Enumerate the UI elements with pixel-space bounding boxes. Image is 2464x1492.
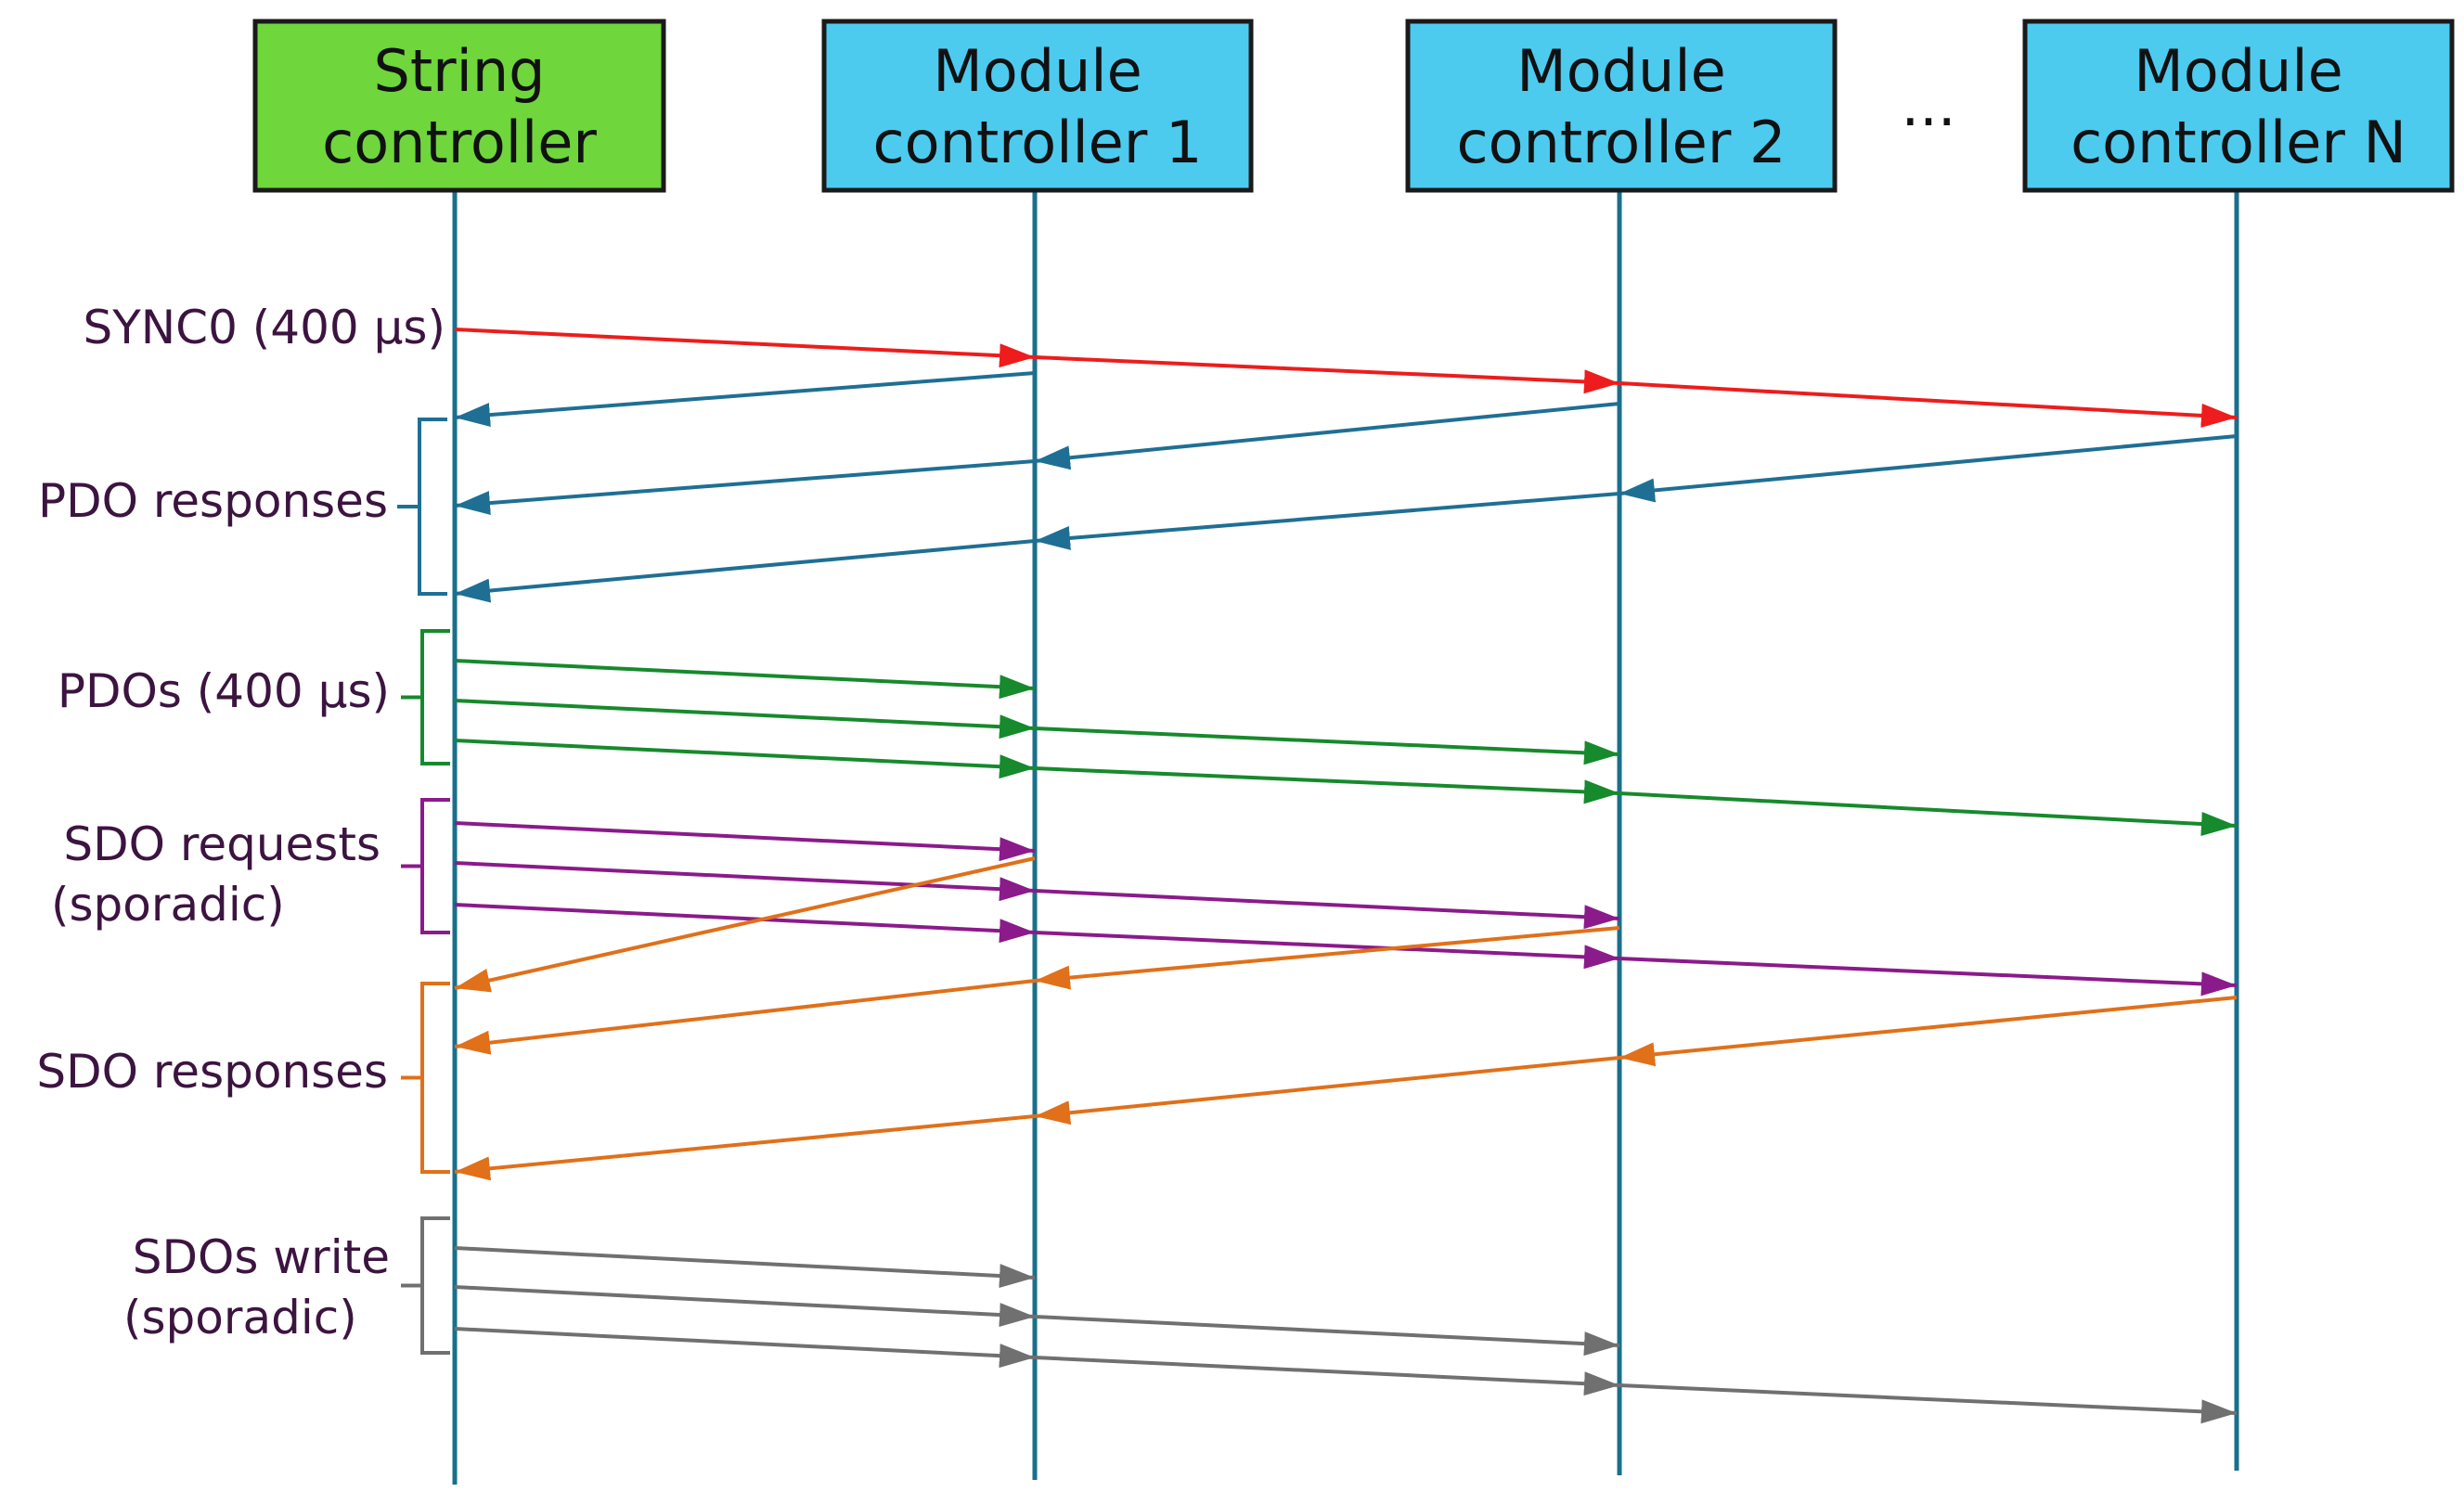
message-arrow-pdo-response	[454, 539, 1036, 603]
message-arrow-sdo-request	[1619, 957, 2238, 997]
participant-module-controller-1: Module controller 1	[821, 19, 1254, 193]
participant-label-line2: controller 2	[1457, 109, 1787, 176]
message-arrow-sync	[1034, 355, 1620, 394]
message-arrow-sdo-request	[454, 821, 1036, 862]
group-label-pdos: PDOs (400 µs)	[58, 664, 390, 718]
bracket-sdo-request	[401, 798, 450, 934]
group-labels: SYNC0 (400 µs) PDO responses PDOs (400 µ…	[36, 301, 445, 1344]
message-arrow-pdo-response	[454, 459, 1036, 516]
participant-box	[1405, 19, 1838, 193]
participant-box	[2022, 19, 2455, 193]
participant-label-line2: controller	[322, 109, 597, 176]
group-brackets	[397, 418, 450, 1355]
participant-box	[821, 19, 1254, 193]
message-arrow-pdo-response	[1034, 402, 1620, 470]
group-label-sdo-responses: SDO responses	[36, 1045, 388, 1099]
message-arrow-sdo-write	[1619, 1383, 2238, 1424]
message-arrow-sdo-request	[454, 903, 1036, 944]
message-arrow-sync	[454, 328, 1036, 368]
message-arrow-sdo-response	[454, 856, 1036, 993]
participant-box	[252, 19, 666, 193]
group-label-sdos-write-line2: (sporadic)	[123, 1291, 357, 1344]
bracket-sdo-response	[401, 982, 450, 1174]
message-arrow-sdo-response	[1034, 1056, 1620, 1125]
message-arrow-pdo	[454, 739, 1036, 779]
message-arrow-sdo-write	[454, 1246, 1036, 1289]
group-label-sdo-requests-line2: (sporadic)	[51, 878, 285, 932]
message-arrow-sdo-request	[454, 861, 1036, 902]
message-arrow-sdo-response	[1034, 926, 1620, 990]
message-arrow-sdo-write	[1034, 1356, 1620, 1396]
message-arrow-sdo-write	[1034, 1315, 1620, 1357]
participant-label-line1: String	[373, 37, 545, 105]
message-arrow-pdo	[1034, 766, 1620, 804]
participant-label-line1: Module	[1516, 37, 1725, 105]
participant-label-line1: Module	[933, 37, 1142, 105]
message-arrow-sdo-write	[454, 1327, 1036, 1369]
participant-module-controller-2: Module controller 2	[1405, 19, 1838, 193]
group-label-pdo-responses: PDO responses	[38, 474, 388, 528]
participant-string-controller: String controller	[252, 19, 666, 193]
participant-module-controller-n: Module controller N	[2022, 19, 2455, 193]
message-arrow-sdo-response	[1619, 996, 2238, 1067]
bracket-sdo-write	[401, 1216, 450, 1355]
message-arrow-pdo-response	[454, 371, 1036, 428]
message-arrow-sdo-response	[454, 979, 1036, 1055]
messages	[454, 328, 2238, 1424]
participants: String controller Module controller 1 Mo…	[252, 19, 2455, 193]
participants-ellipsis: ...	[1901, 71, 1955, 139]
message-arrow-pdo-response	[1619, 434, 2238, 503]
message-arrow-sync	[1619, 381, 2238, 428]
message-arrow-pdo	[1619, 791, 2238, 836]
message-arrow-sdo-response	[454, 1114, 1036, 1181]
bracket-pdo	[401, 629, 450, 765]
bracket-pdo-response	[397, 418, 447, 596]
participant-label-line2: controller N	[2071, 109, 2406, 176]
message-arrow-sdo-request	[1034, 931, 1620, 970]
group-label-sdo-requests: SDO requests	[63, 817, 381, 871]
group-label-sdos-write: SDOs write	[133, 1230, 390, 1284]
message-arrow-pdo	[454, 659, 1036, 700]
participant-label-line2: controller 1	[873, 109, 1203, 176]
group-label-sync0: SYNC0 (400 µs)	[83, 301, 445, 354]
message-arrow-sdo-request	[1034, 889, 1620, 930]
message-arrow-pdo	[1034, 727, 1620, 765]
message-arrow-pdo	[454, 699, 1036, 740]
message-arrow-pdo-response	[1034, 492, 1620, 550]
participant-label-line1: Module	[2134, 37, 2342, 105]
message-arrow-sdo-write	[454, 1285, 1036, 1328]
